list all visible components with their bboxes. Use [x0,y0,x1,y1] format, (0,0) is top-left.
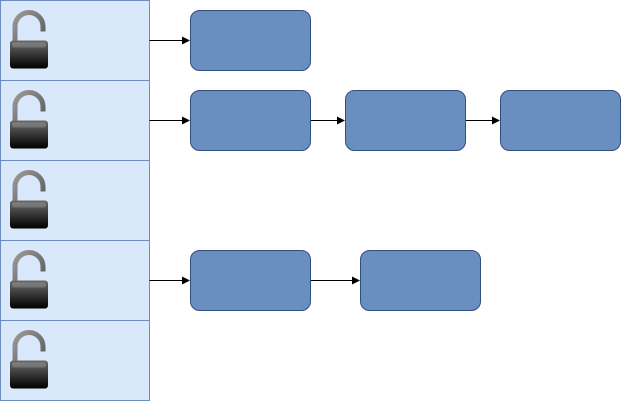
chain-node-1-0 [190,90,311,151]
padlock-icon [10,170,48,229]
padlock-icon [10,250,48,309]
chain-node-3-1 [360,250,481,311]
padlock-icon [10,10,48,69]
padlock-icon [10,90,48,149]
bucket-column [0,0,150,401]
chain-node-3-0 [190,250,311,311]
chain-node-1-2 [500,90,621,151]
chain-arrows [149,36,500,285]
chain-node-1-1 [345,90,466,151]
chain-nodes [190,10,621,311]
padlock-icon [10,330,48,389]
chain-node-0-0 [190,10,311,71]
